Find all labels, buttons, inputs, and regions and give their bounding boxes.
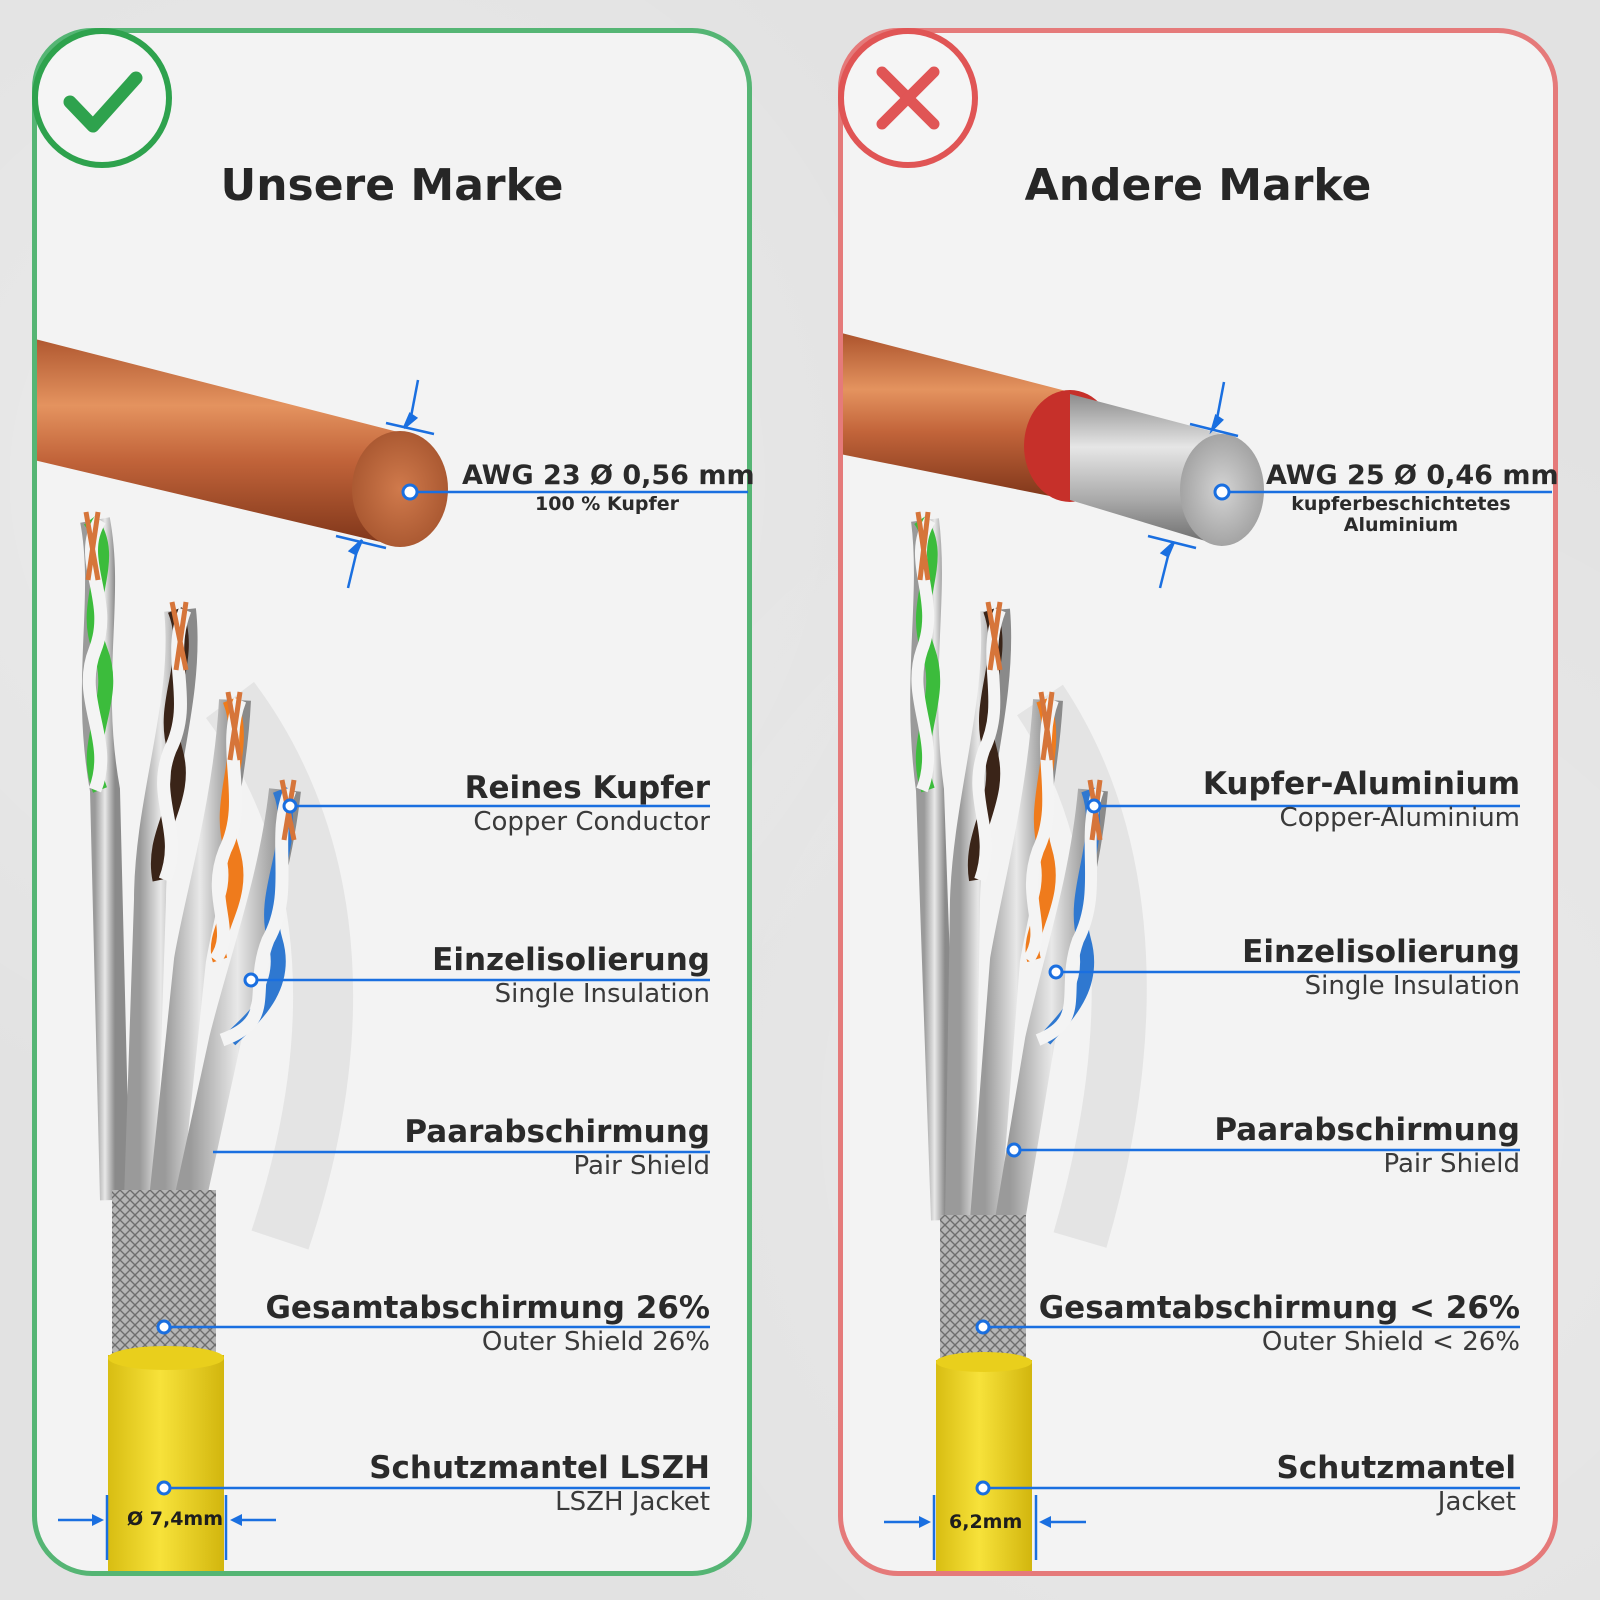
right-callout-pair-shield: Paarabschirmung Pair Shield [1214,1112,1520,1180]
left-conductor-dimension [335,379,748,589]
left-leaders [58,798,710,1560]
right-leaders [884,798,1520,1560]
callout-subtitle: Pair Shield [1383,1149,1520,1179]
left-cable-diameter: Ø 7,4mm [127,1508,224,1530]
check-badge [32,28,172,168]
right-callout-jacket: Schutzmantel Jacket [1277,1450,1516,1518]
callout-title: Schutzmantel LSZH [369,1450,710,1486]
callout-title: Gesamtabschirmung 26% [265,1290,710,1326]
right-conductor-rod [843,330,1264,546]
checkmark-icon [63,71,143,133]
callout-subtitle: Jacket [1437,1487,1516,1517]
callout-subtitle: Pair Shield [573,1151,710,1181]
left-conductor-material: 100 % Kupfer [535,493,679,515]
callout-subtitle: Outer Shield < 26% [1261,1327,1520,1357]
callout-title: Schutzmantel [1276,1450,1516,1486]
left-callout-insulation: Einzelisolierung Single Insulation [432,942,710,1010]
left-callout-conductor: Reines Kupfer Copper Conductor [465,770,710,838]
callout-title: Kupfer-Aluminium [1202,766,1520,802]
left-callout-pair-shield: Paarabschirmung Pair Shield [404,1114,710,1182]
our-brand-title: Unsere Marke [220,160,564,211]
callout-title: Paarabschirmung [404,1114,710,1150]
left-callout-jacket: Schutzmantel LSZH LSZH Jacket [369,1450,710,1518]
callout-title: Reines Kupfer [464,770,710,806]
callout-subtitle: Single Insulation [1304,971,1520,1001]
left-callout-outer-shield: Gesamtabschirmung 26% Outer Shield 26% [265,1290,710,1358]
right-conductor-dimension [1147,381,1552,589]
callout-subtitle: Copper Conductor [473,807,710,837]
callout-title: Gesamtabschirmung < 26% [1038,1290,1520,1326]
right-callout-conductor: Kupfer-Aluminium Copper-Aluminium [1203,766,1520,834]
left-conductor-label: AWG 23 Ø 0,56 mm 100 % Kupfer [462,460,755,515]
right-callout-insulation: Einzelisolierung Single Insulation [1242,934,1520,1002]
callout-title: Paarabschirmung [1214,1112,1520,1148]
callout-subtitle: Copper-Aluminium [1279,803,1520,833]
cross-badge [838,28,978,168]
callout-title: Einzelisolierung [432,942,710,978]
left-awg-spec: AWG 23 Ø 0,56 mm [462,460,755,491]
right-cable [910,511,1147,1571]
right-cable-diameter: 6,2mm [949,1511,1023,1533]
other-brand-title: Andere Marke [1024,160,1372,211]
callout-title: Einzelisolierung [1242,934,1520,970]
callout-subtitle: Outer Shield 26% [481,1327,710,1357]
right-callout-outer-shield: Gesamtabschirmung < 26% Outer Shield < 2… [1039,1290,1520,1358]
callout-subtitle: Single Insulation [494,979,710,1009]
right-conductor-label: AWG 25 Ø 0,46 mm kupferbeschichtetes Alu… [1266,460,1559,536]
left-cable [80,511,354,1571]
cross-icon [876,66,940,130]
right-conductor-material: kupferbeschichtetes Aluminium [1291,493,1511,536]
right-awg-spec: AWG 25 Ø 0,46 mm [1266,460,1559,491]
callout-subtitle: LSZH Jacket [555,1487,710,1517]
left-conductor-rod [37,330,448,547]
